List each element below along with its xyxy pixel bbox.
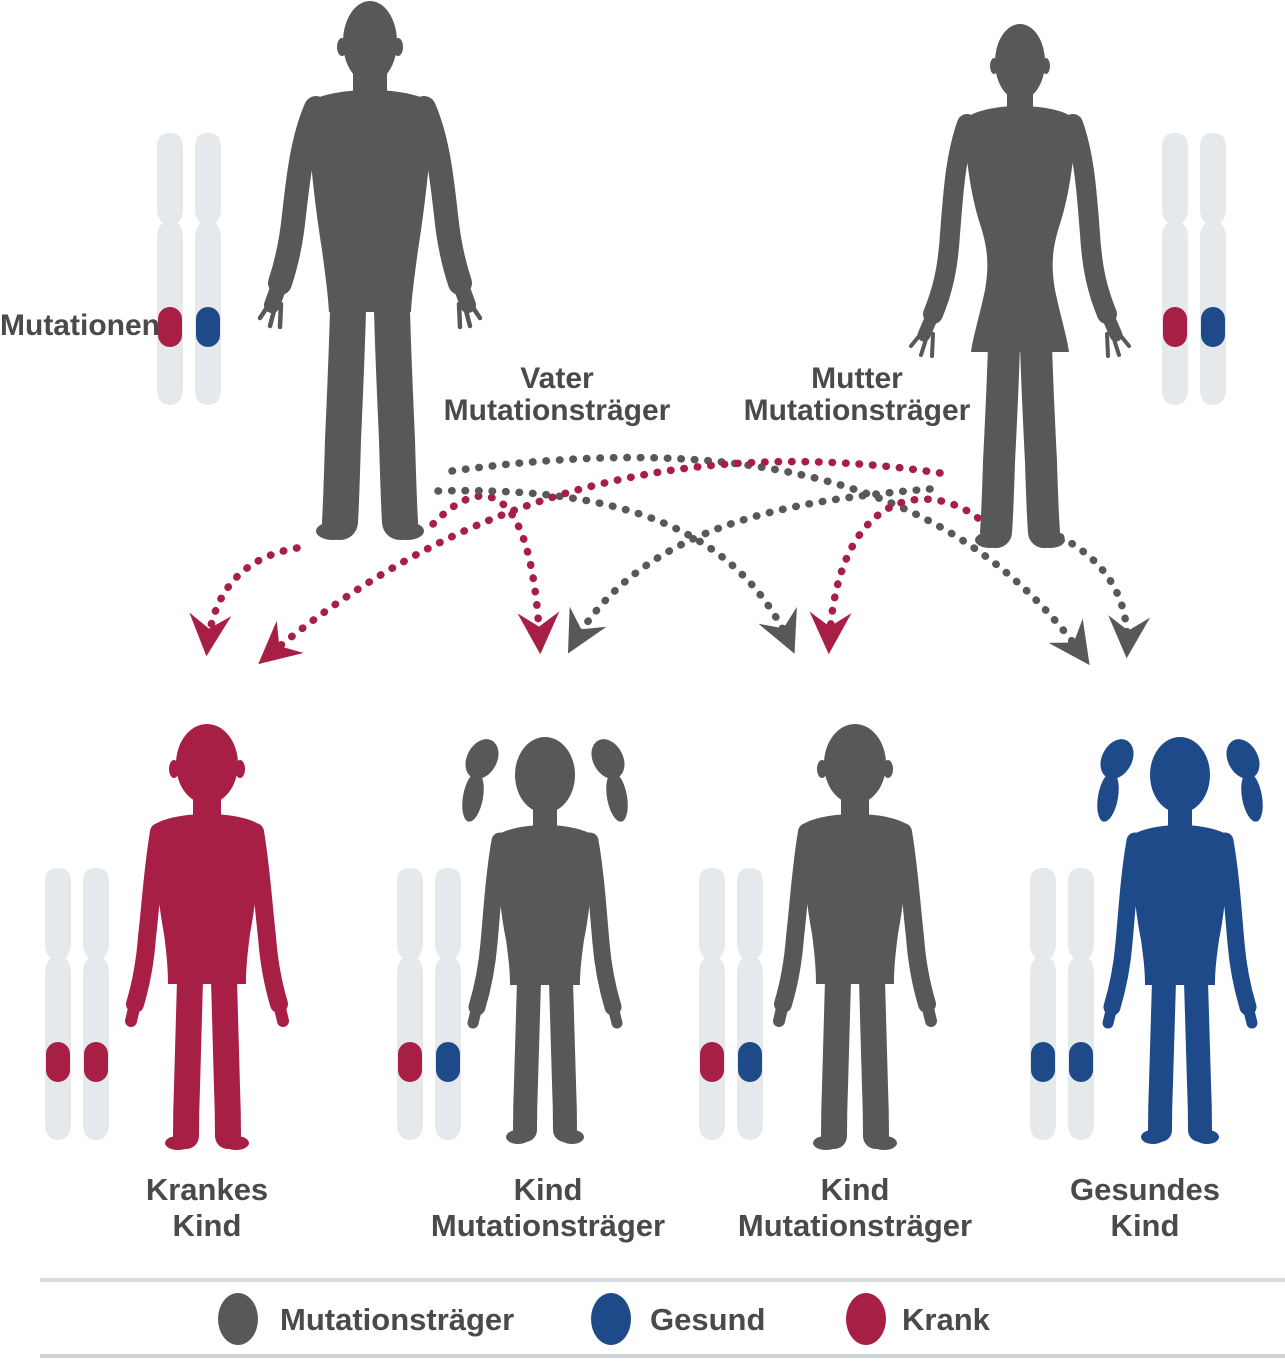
chromosome-pair-child1 bbox=[45, 868, 109, 1140]
healthy-child-figure bbox=[1094, 733, 1266, 1144]
chromosome-pair-mother bbox=[1162, 133, 1226, 405]
child3-label: Kind Mutationsträger bbox=[738, 1172, 972, 1244]
legend-label-healthy: Gesund bbox=[650, 1302, 766, 1337]
child4-label-line2: Kind bbox=[1110, 1208, 1180, 1243]
arrow-father-to-child2 bbox=[429, 492, 560, 655]
chromosome-pair-child3 bbox=[699, 868, 763, 1140]
child4-label-line1: Gesundes bbox=[1070, 1172, 1220, 1207]
child2-label-line2: Mutationsträger bbox=[430, 1208, 666, 1243]
child3-label-line1: Kind bbox=[820, 1172, 890, 1207]
carrier-child-boy-figure bbox=[779, 724, 931, 1150]
legend-top-rule bbox=[40, 1278, 1285, 1282]
mutation-marker-healthy bbox=[1031, 1042, 1055, 1082]
chromosome-bar bbox=[699, 868, 725, 1140]
legend-label-carrier: Mutationsträger bbox=[280, 1302, 515, 1337]
mother-figure bbox=[911, 24, 1129, 548]
mutation-marker-sick bbox=[1163, 307, 1187, 347]
chromosome-bar bbox=[435, 868, 461, 1140]
mutation-marker-healthy bbox=[196, 307, 220, 347]
mutation-marker-sick bbox=[398, 1042, 422, 1082]
legend-dot-sick bbox=[846, 1293, 886, 1345]
chromosome-bar bbox=[195, 133, 221, 405]
child1-label-line1: Krankes bbox=[145, 1172, 269, 1207]
mutation-marker-healthy bbox=[436, 1042, 460, 1082]
chromosome-bar bbox=[1068, 868, 1094, 1140]
arrow-mother-to-child1 bbox=[258, 457, 944, 665]
chromosome-bar bbox=[1162, 133, 1188, 405]
arrow-father-to-child3 bbox=[434, 486, 797, 654]
child3-label-line2: Mutationsträger bbox=[737, 1208, 973, 1243]
chromosome-bar bbox=[83, 868, 109, 1140]
chromosome-pair-father bbox=[157, 133, 221, 405]
mutations-label: Mutationen bbox=[0, 309, 160, 342]
chromosome-bar bbox=[1200, 133, 1226, 405]
mutation-marker-healthy bbox=[1201, 307, 1225, 347]
mother-label-line2: Mutationsträger bbox=[743, 394, 971, 427]
father-label: Vater Mutationsträger bbox=[444, 363, 671, 427]
chromosome-pair-child4 bbox=[1030, 868, 1094, 1140]
chromosome-bar bbox=[737, 868, 763, 1140]
mutation-marker-sick bbox=[158, 307, 182, 347]
bottom-rule bbox=[40, 1354, 1285, 1358]
legend-dot-carrier bbox=[218, 1293, 258, 1345]
mutation-marker-healthy bbox=[738, 1042, 762, 1082]
child4-label: Gesundes Kind bbox=[1070, 1172, 1220, 1244]
arrow-father-to-child1 bbox=[189, 544, 301, 657]
arrow-mother-to-child4 bbox=[1044, 527, 1151, 659]
chromosome-bar bbox=[157, 133, 183, 405]
mutation-marker-sick bbox=[46, 1042, 70, 1082]
father-label-line1: Vater bbox=[520, 362, 594, 395]
chromosome-bar bbox=[397, 868, 423, 1140]
child1-label: Krankes Kind bbox=[146, 1172, 268, 1244]
arrow-mother-to-child3 bbox=[809, 495, 992, 655]
chromosome-bar bbox=[45, 868, 71, 1140]
legend-label-sick: Krank bbox=[902, 1302, 990, 1337]
chromosome-bar bbox=[1030, 868, 1056, 1140]
sick-child-figure bbox=[131, 724, 283, 1150]
carrier-child-girl-figure bbox=[459, 733, 631, 1144]
mother-label-line1: Mutter bbox=[811, 362, 903, 395]
mutation-marker-healthy bbox=[1069, 1042, 1093, 1082]
child2-label: Kind Mutationsträger bbox=[431, 1172, 665, 1244]
inheritance-arrows bbox=[189, 453, 1151, 666]
child1-label-line2: Kind bbox=[172, 1208, 242, 1243]
mutation-marker-sick bbox=[700, 1042, 724, 1082]
father-figure bbox=[260, 1, 480, 540]
chromosome-pair-child2 bbox=[397, 868, 461, 1140]
legend-dot-healthy bbox=[591, 1293, 631, 1345]
mutation-marker-sick bbox=[84, 1042, 108, 1082]
mother-label: Mutter Mutationsträger bbox=[744, 363, 971, 427]
arrow-mother-to-child2 bbox=[567, 485, 934, 654]
father-label-line2: Mutationsträger bbox=[443, 394, 671, 427]
child2-label-line1: Kind bbox=[513, 1172, 583, 1207]
